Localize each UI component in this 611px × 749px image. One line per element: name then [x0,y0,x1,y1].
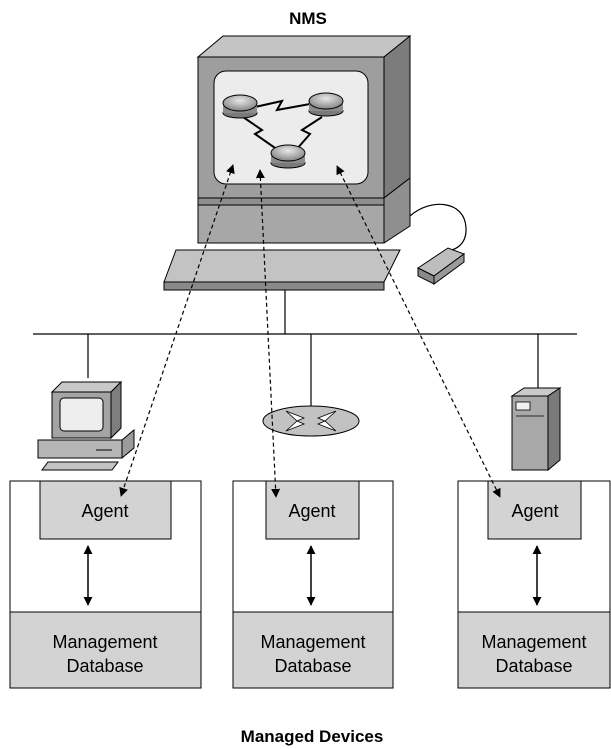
snmp-links [119,164,501,498]
managed-device-2: Agent Management Database [232,480,394,689]
nms-title: NMS [289,9,327,28]
agent-label: Agent [288,501,335,521]
agent-box [487,480,582,540]
database-label-line1: Management [260,632,365,652]
screen-topology [222,92,344,169]
database-label-line1: Management [481,632,586,652]
management-database-box [9,611,202,689]
router-icon [270,144,306,169]
agent-link-dashed-arrow [336,165,501,498]
agent-label: Agent [81,501,128,521]
router-icon [262,405,360,437]
managed-devices-caption: Managed Devices [241,727,384,746]
agent-box [39,480,172,540]
management-database-box [232,611,394,689]
agent-label: Agent [511,501,558,521]
workstation-icon [37,380,135,471]
mouse-icon [417,247,466,285]
managed-device-3: Agent Management Database [457,480,611,689]
database-label-line2: Database [495,656,572,676]
management-database-box [457,611,611,689]
agent-link-dashed-arrow [119,164,235,497]
nms-monitor-icon [163,34,467,291]
agent-link-dashed-arrow [255,169,281,498]
managed-device-1: Agent Management Database [9,480,202,689]
router-icon [308,92,344,117]
database-label-line2: Database [66,656,143,676]
database-label-line2: Database [274,656,351,676]
database-label-line1: Management [52,632,157,652]
server-icon [510,387,562,472]
router-icon [222,94,258,119]
